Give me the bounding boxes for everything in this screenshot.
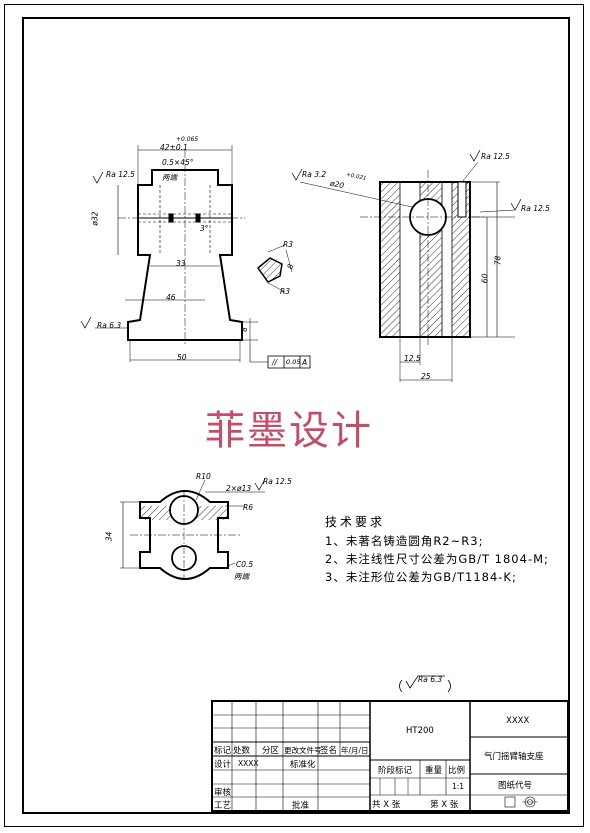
- front-view: [80, 145, 311, 369]
- note-both-ends-2: 两端: [234, 572, 249, 581]
- dim-12-5: 12.5: [404, 354, 421, 363]
- cell-designer: XXXX: [238, 759, 259, 768]
- title-block-company: XXXX: [506, 716, 530, 726]
- drawing-frame: [22, 17, 570, 814]
- cell-sheet-number: 第 X 张: [430, 800, 459, 810]
- roughness-right-a: Ra 3.2: [302, 170, 327, 179]
- rib-section: [256, 244, 293, 293]
- cell-signature: 签名: [320, 746, 338, 756]
- tolerance-datum: A: [302, 358, 308, 367]
- roughness-left-bottom: Ra 6.3: [97, 321, 122, 330]
- dim-50: 50: [177, 353, 187, 362]
- cell-process: 工艺: [214, 801, 232, 811]
- dim-angle3: 3°: [200, 224, 209, 233]
- dim-r10: R10: [196, 472, 211, 481]
- cell-total-sheets: 共 X 张: [372, 800, 401, 810]
- dim-r6: R6: [243, 503, 253, 512]
- cell-scale: 比例: [448, 766, 466, 776]
- cell-scale-value: 1:1: [452, 782, 465, 791]
- tolerance-value: 0.05: [286, 358, 301, 366]
- dim-25: 25: [421, 372, 431, 381]
- dim-78: 78: [493, 255, 503, 266]
- cell-approve: 批准: [292, 801, 310, 811]
- dim-dia32: ø32: [90, 211, 100, 226]
- dim-60: 60: [480, 273, 490, 284]
- overall-roughness-symbol: [399, 675, 451, 693]
- dim-8: 8: [239, 327, 249, 332]
- cell-date: 年/月/日: [341, 746, 369, 755]
- dim-c05: C0.5: [236, 560, 254, 569]
- cell-zone: 分区: [262, 746, 280, 756]
- roughness-bottom: Ra 12.5: [263, 477, 292, 486]
- requirement-item-2: 2、未注线性尺寸公差为GB/T 1804-M;: [325, 552, 549, 566]
- dim-top-width-tolerance: +0.065: [176, 136, 199, 143]
- watermark-text: 菲墨设计: [205, 408, 373, 454]
- requirement-item-3: 3、未注形位公差为GB/T1184-K;: [325, 570, 517, 584]
- cell-stage-mark: 阶段标记: [378, 766, 413, 776]
- cell-change-doc: 更改文件号: [284, 746, 322, 755]
- title-block-drawing-code: 图纸代号: [498, 781, 533, 791]
- roughness-left-top: Ra 12.5: [106, 170, 135, 179]
- cell-place: 处数: [233, 746, 251, 756]
- cell-mark: 标记: [214, 746, 232, 756]
- roughness-right-b: Ra 12.5: [481, 152, 510, 161]
- dim-r3-upper: R3: [283, 240, 293, 249]
- roughness-right-c: Ra 12.5: [521, 204, 550, 213]
- dim-46: 46: [166, 293, 176, 302]
- overall-roughness: Ra 6.3: [418, 675, 443, 684]
- dim-chamfer: 0.5×45°: [162, 158, 194, 167]
- side-view: [291, 149, 522, 382]
- note-both-ends: 两端: [162, 173, 177, 182]
- dim-34: 34: [104, 531, 114, 542]
- outer-border: [4, 4, 584, 827]
- dim-top-width: 42±0.1: [160, 143, 188, 152]
- requirements-title: 技术要求: [325, 515, 386, 529]
- dim-r3-lower: R3: [280, 287, 290, 296]
- cell-weight: 重量: [425, 766, 443, 776]
- top-view: [120, 478, 266, 580]
- requirement-item-1: 1、未著名铸造圆角R2~R3;: [325, 534, 484, 548]
- dim-33: 33: [176, 259, 186, 268]
- title-block: [211, 700, 569, 812]
- title-block-material: HT200: [406, 726, 434, 736]
- cell-design: 设计: [214, 760, 232, 770]
- cell-standardize: 标准化: [290, 760, 316, 770]
- cell-review: 审核: [214, 788, 232, 798]
- dim-holes: 2×ø13: [226, 484, 252, 493]
- title-block-part-name: 气门摇臂轴支座: [484, 752, 544, 762]
- tolerance-symbol: //: [272, 358, 278, 367]
